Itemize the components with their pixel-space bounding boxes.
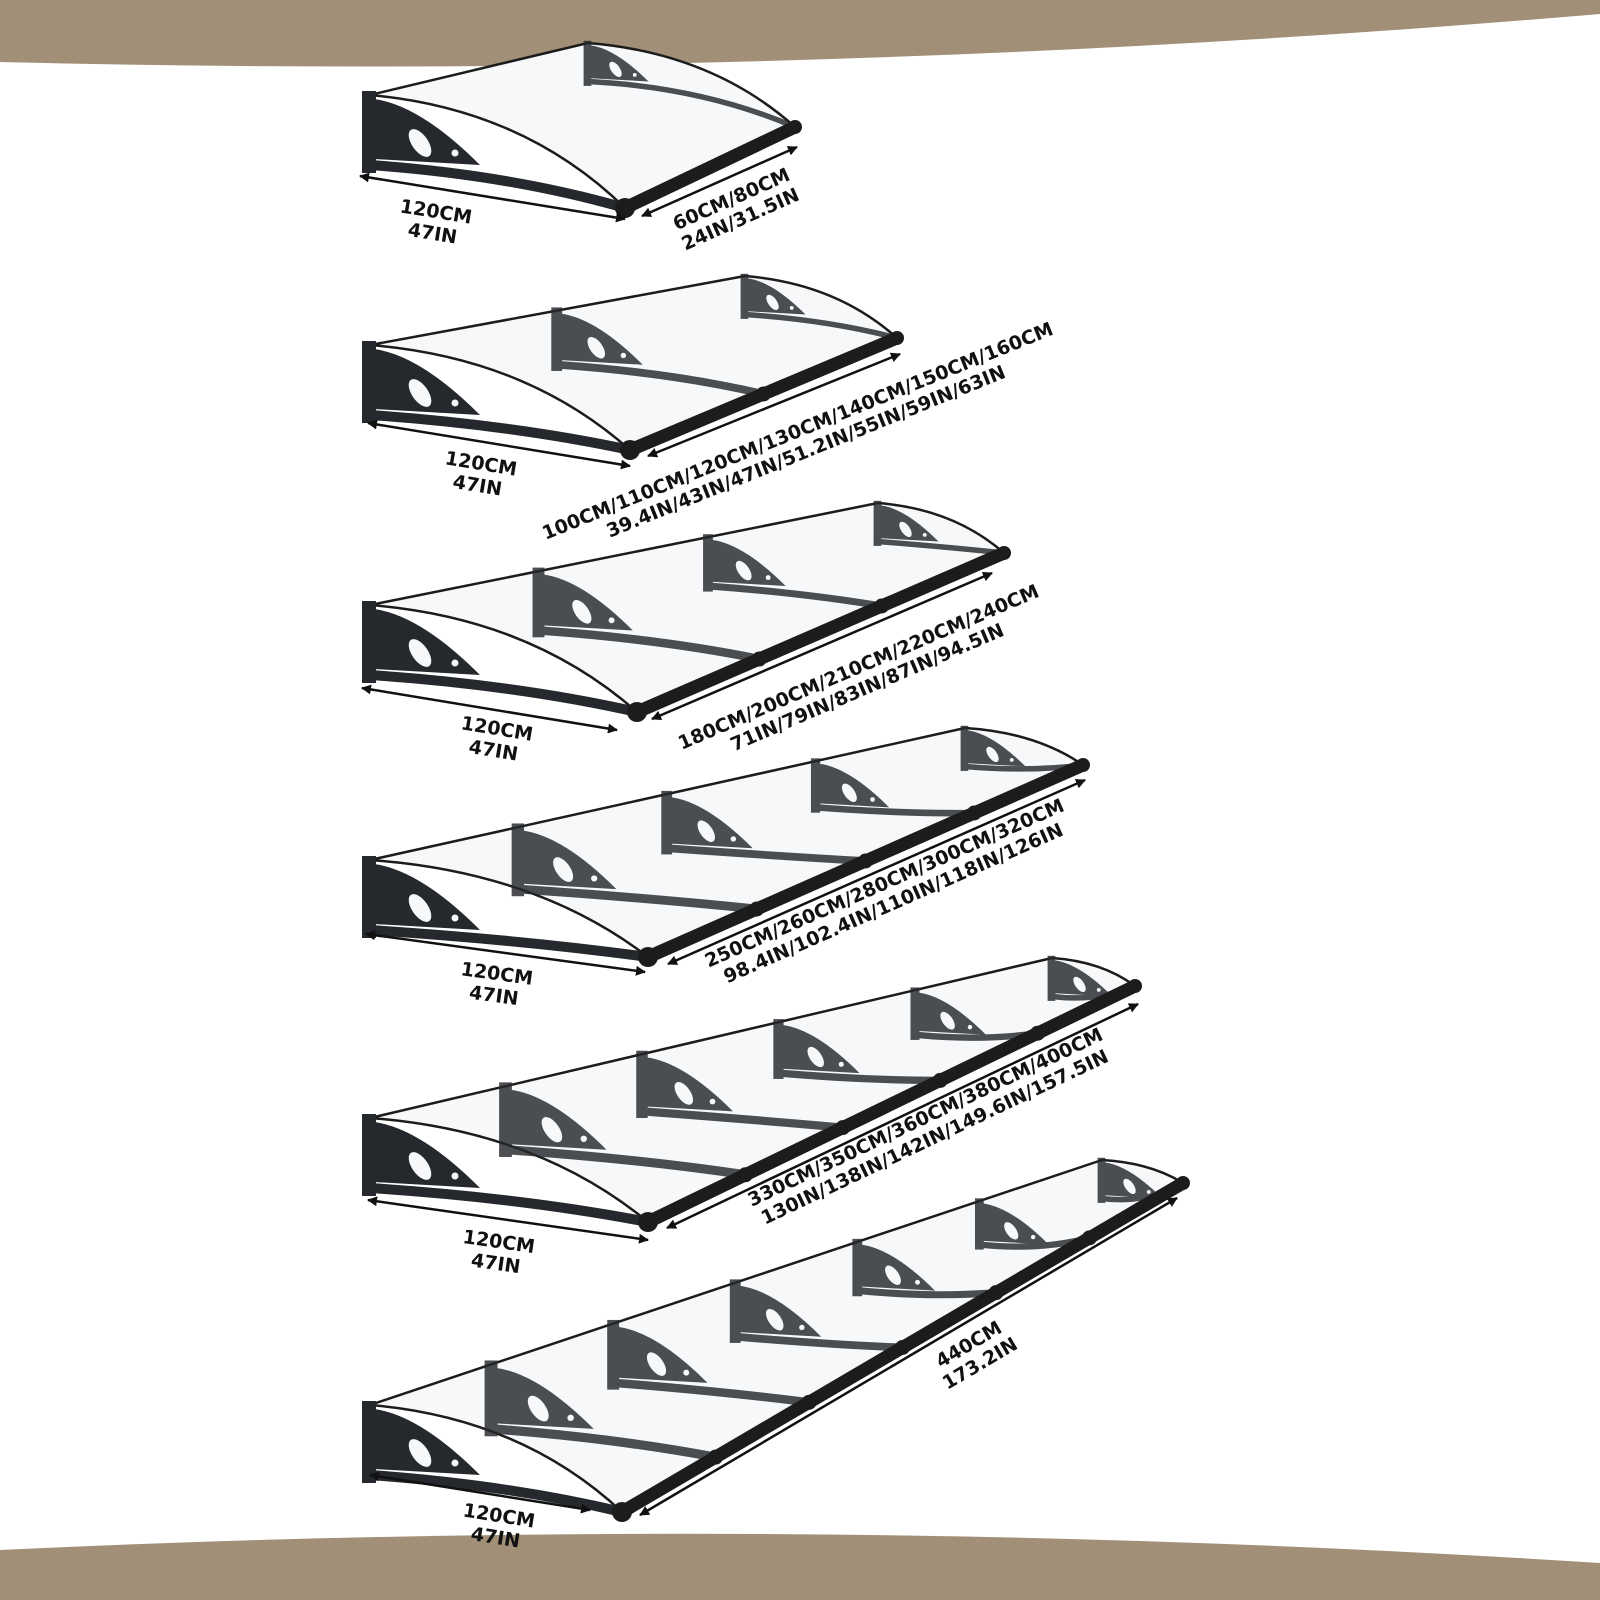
depth-arrow — [369, 1471, 591, 1514]
rail-end-cap — [615, 198, 635, 218]
rail-end-cap — [1176, 1176, 1190, 1190]
depth-arrow — [361, 684, 618, 734]
wall-bracket — [740, 273, 900, 341]
rail-end-cap — [638, 947, 658, 967]
rail-joint — [895, 1340, 910, 1355]
depth-label: 120CM47IN — [458, 1226, 536, 1280]
rail-end-cap — [788, 120, 802, 134]
rail-joint — [801, 1394, 817, 1410]
rail-joint — [858, 853, 873, 869]
depth-label: 120CM47IN — [440, 447, 519, 502]
width-arrow — [647, 352, 901, 458]
wall-bracket — [583, 40, 798, 130]
rail-joint — [1030, 1025, 1046, 1041]
rail-joint — [708, 1449, 723, 1465]
bottom-frame-band — [0, 1533, 1600, 1600]
width-arrow — [639, 1196, 1178, 1517]
width-arrow — [666, 1002, 1139, 1230]
width-arrow — [667, 778, 1086, 966]
rail-joint — [1082, 1230, 1097, 1246]
width-arrow — [641, 145, 798, 218]
depth-arrow — [365, 930, 646, 976]
rail-joint — [932, 1072, 948, 1088]
depth-label: 120CM47IN — [456, 958, 534, 1011]
rail-end-cap — [997, 546, 1011, 560]
rail-end-cap — [1076, 758, 1090, 772]
rail-joint — [835, 1120, 851, 1136]
rail-joint — [966, 805, 982, 821]
canopy-4: 120CM47IN250CM/260CM/280CM/300CM/320CM98… — [362, 725, 1090, 1011]
rail-joint — [751, 651, 767, 667]
rail-joint — [874, 598, 890, 614]
rail-joint — [988, 1285, 1004, 1301]
rail-end-cap — [890, 331, 904, 345]
rail-end-cap — [627, 702, 647, 722]
depth-label: 120CM47IN — [458, 1500, 537, 1555]
depth-arrow — [367, 1196, 649, 1244]
rail-end-cap — [638, 1212, 658, 1232]
width-arrow — [651, 571, 993, 721]
rail-joint — [737, 1167, 753, 1183]
rail-end-cap — [1128, 979, 1142, 993]
depth-label: 120CM47IN — [456, 712, 535, 767]
rail-end-cap — [612, 1502, 632, 1522]
depth-arrow — [359, 172, 626, 223]
rail-joint — [756, 386, 771, 402]
depth-label: 120CM47IN — [395, 195, 474, 250]
rail-end-cap — [620, 440, 640, 460]
rail-joint — [749, 901, 765, 917]
depth-arrow — [367, 419, 631, 470]
top-frame-band — [0, 0, 1600, 67]
